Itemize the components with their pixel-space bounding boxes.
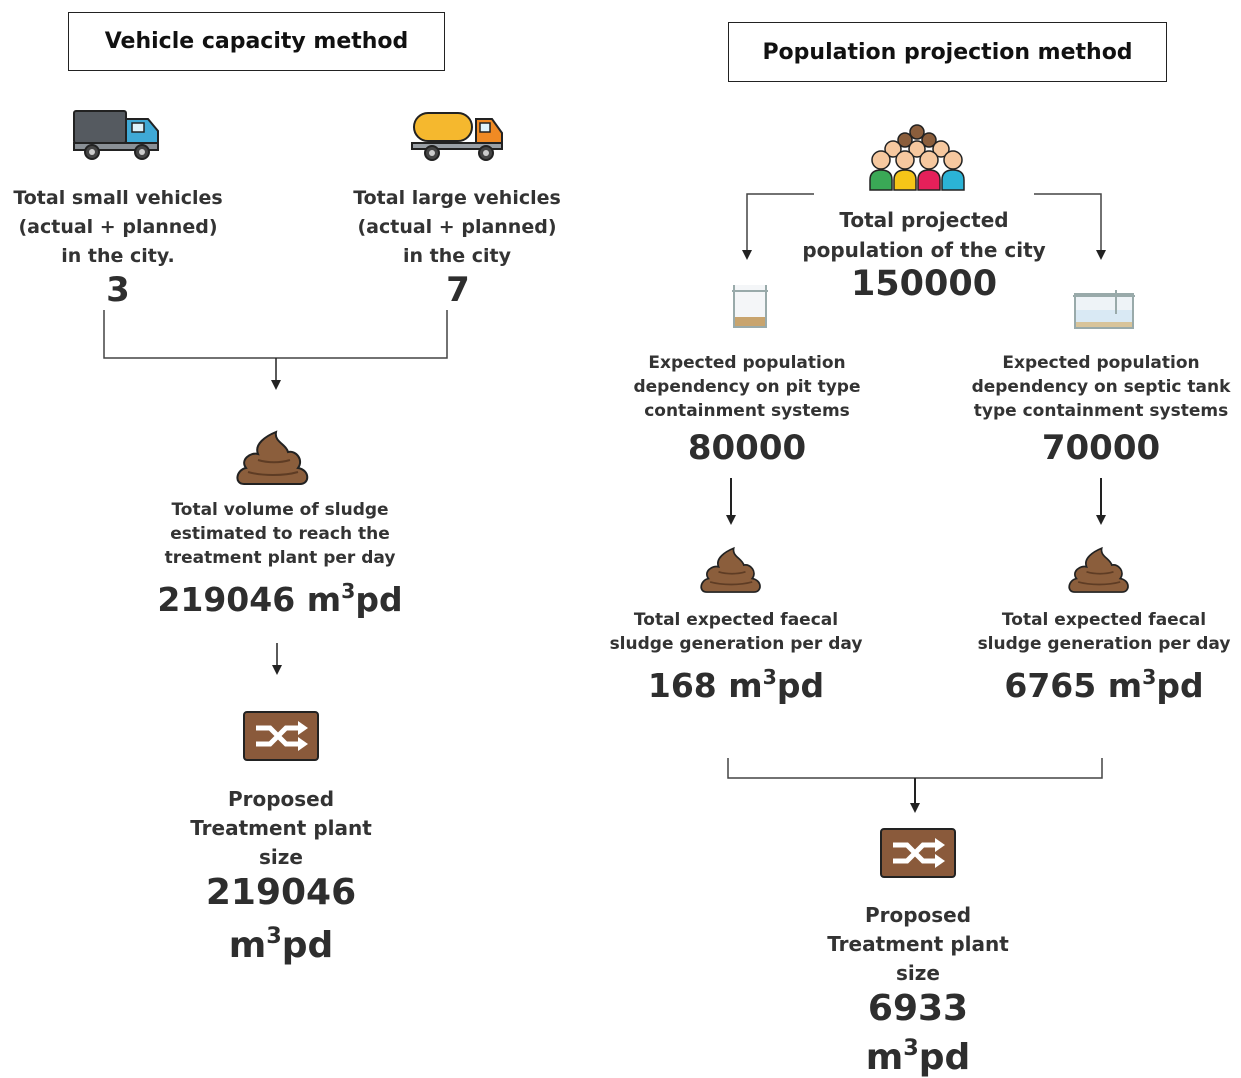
- pit-dependency-label-line3: containment systems: [644, 401, 850, 421]
- small-truck-icon: [73, 110, 159, 160]
- unit-sup: 3: [341, 578, 356, 603]
- tanker-truck-icon: [411, 112, 503, 161]
- unit-m: m: [865, 1037, 904, 1078]
- septic-fs-label: Total expected faecal sludge generation …: [964, 608, 1241, 656]
- unit-pd: pd: [918, 1037, 971, 1078]
- sludge-volume-value: 219046 m3pd: [130, 578, 430, 619]
- small-vehicles-label-line3: in the city.: [61, 245, 175, 267]
- pit-icon: [732, 285, 768, 328]
- unit-pd: pd: [776, 666, 825, 705]
- left-proposed-unit: m3pd: [160, 922, 402, 966]
- sludge-volume-number: 219046: [157, 580, 296, 619]
- small-vehicles-label-line1: Total small vehicles: [13, 187, 223, 209]
- large-vehicles-label-line2: (actual + planned): [357, 216, 557, 238]
- unit-m: m: [228, 925, 267, 966]
- left-merge-connector: [103, 310, 448, 359]
- unit-m: m: [306, 580, 342, 619]
- pit-fs-value: 168 m3pd: [596, 664, 876, 705]
- septic-dependency-label-line3: type containment systems: [973, 401, 1229, 421]
- septic-fs-value: 6765 m3pd: [964, 664, 1241, 705]
- right-proposed-unit: m3pd: [806, 1034, 1030, 1078]
- sludge-volume-label-line3: treatment plant per day: [164, 548, 396, 568]
- small-vehicles-value: 3: [106, 270, 130, 310]
- sludge-icon: [700, 546, 761, 593]
- small-vehicles-label-line2: (actual + planned): [18, 216, 218, 238]
- large-vehicles-label: Total large vehicles (actual + planned) …: [340, 184, 574, 271]
- crowd-icon: [869, 124, 965, 191]
- unit-m: m: [1107, 666, 1143, 705]
- right-merge-connector: [727, 758, 1103, 779]
- sludge-volume-label-line1: Total volume of sludge: [171, 500, 389, 520]
- sludge-volume-label: Total volume of sludge estimated to reac…: [140, 498, 420, 570]
- unit-m: m: [728, 666, 763, 705]
- population-label-line2: population of the city: [802, 238, 1046, 262]
- pit-fs-label-line1: Total expected faecal: [633, 610, 839, 630]
- large-vehicles-label-line3: in the city: [402, 245, 511, 267]
- pit-dependency-label-line2: dependency on pit type: [633, 377, 861, 397]
- population-method-title: Population projection method: [728, 22, 1167, 82]
- sludge-icon: [1068, 546, 1129, 593]
- small-vehicles-label: Total small vehicles (actual + planned) …: [0, 184, 236, 271]
- septic-fs-label-line1: Total expected faecal: [1001, 610, 1207, 630]
- unit-pd: pd: [355, 580, 403, 619]
- treatment-plant-icon: [243, 711, 319, 761]
- sludge-icon: [236, 430, 309, 485]
- unit-sup: 3: [762, 664, 777, 689]
- pit-fs-number: 168: [647, 666, 717, 705]
- pit-dependency-label-line1: Expected population: [648, 353, 846, 373]
- population-label: Total projected population of the city: [790, 205, 1058, 265]
- septic-dependency-label-line1: Expected population: [1002, 353, 1200, 373]
- right-split-left-connector: [742, 193, 814, 260]
- septic-dependency-value: 70000: [1041, 428, 1161, 468]
- right-proposed-label-line2: Treatment plant: [827, 932, 1009, 956]
- septic-fs-label-line2: sludge generation per day: [977, 634, 1231, 654]
- population-value: 150000: [850, 264, 998, 304]
- pit-dependency-value: 80000: [687, 428, 807, 468]
- left-proposed-label-line3: size: [259, 845, 303, 869]
- sludge-volume-label-line2: estimated to reach the: [170, 524, 390, 544]
- unit-sup: 3: [903, 1034, 919, 1061]
- pit-dependency-label: Expected population dependency on pit ty…: [612, 351, 882, 423]
- left-proposed-label: Proposed Treatment plant size: [170, 785, 392, 872]
- pit-fs-label: Total expected faecal sludge generation …: [596, 608, 876, 656]
- septic-dependency-label: Expected population dependency on septic…: [962, 351, 1240, 423]
- unit-sup: 3: [266, 922, 282, 949]
- right-proposed-label-line3: size: [896, 961, 940, 985]
- septic-fs-number: 6765: [1004, 666, 1097, 705]
- left-proposed-value: 219046: [205, 872, 357, 913]
- right-proposed-label: Proposed Treatment plant size: [806, 901, 1030, 988]
- right-proposed-label-line1: Proposed: [864, 903, 972, 927]
- population-label-line1: Total projected: [839, 208, 1009, 232]
- right-split-right-connector: [1034, 193, 1106, 260]
- large-vehicles-value: 7: [446, 270, 470, 310]
- unit-pd: pd: [1156, 666, 1204, 705]
- treatment-plant-icon: [880, 828, 956, 878]
- left-proposed-label-line2: Treatment plant: [190, 816, 372, 840]
- pit-fs-label-line2: sludge generation per day: [609, 634, 863, 654]
- left-proposed-label-line1: Proposed: [227, 787, 335, 811]
- unit-pd: pd: [281, 925, 334, 966]
- septic-dependency-label-line2: dependency on septic tank: [971, 377, 1231, 397]
- large-vehicles-label-line1: Total large vehicles: [353, 187, 561, 209]
- right-proposed-value: 6933: [867, 988, 969, 1029]
- unit-sup: 3: [1142, 664, 1157, 689]
- septic-tank-icon: [1073, 290, 1135, 329]
- vehicle-method-title: Vehicle capacity method: [68, 12, 445, 71]
